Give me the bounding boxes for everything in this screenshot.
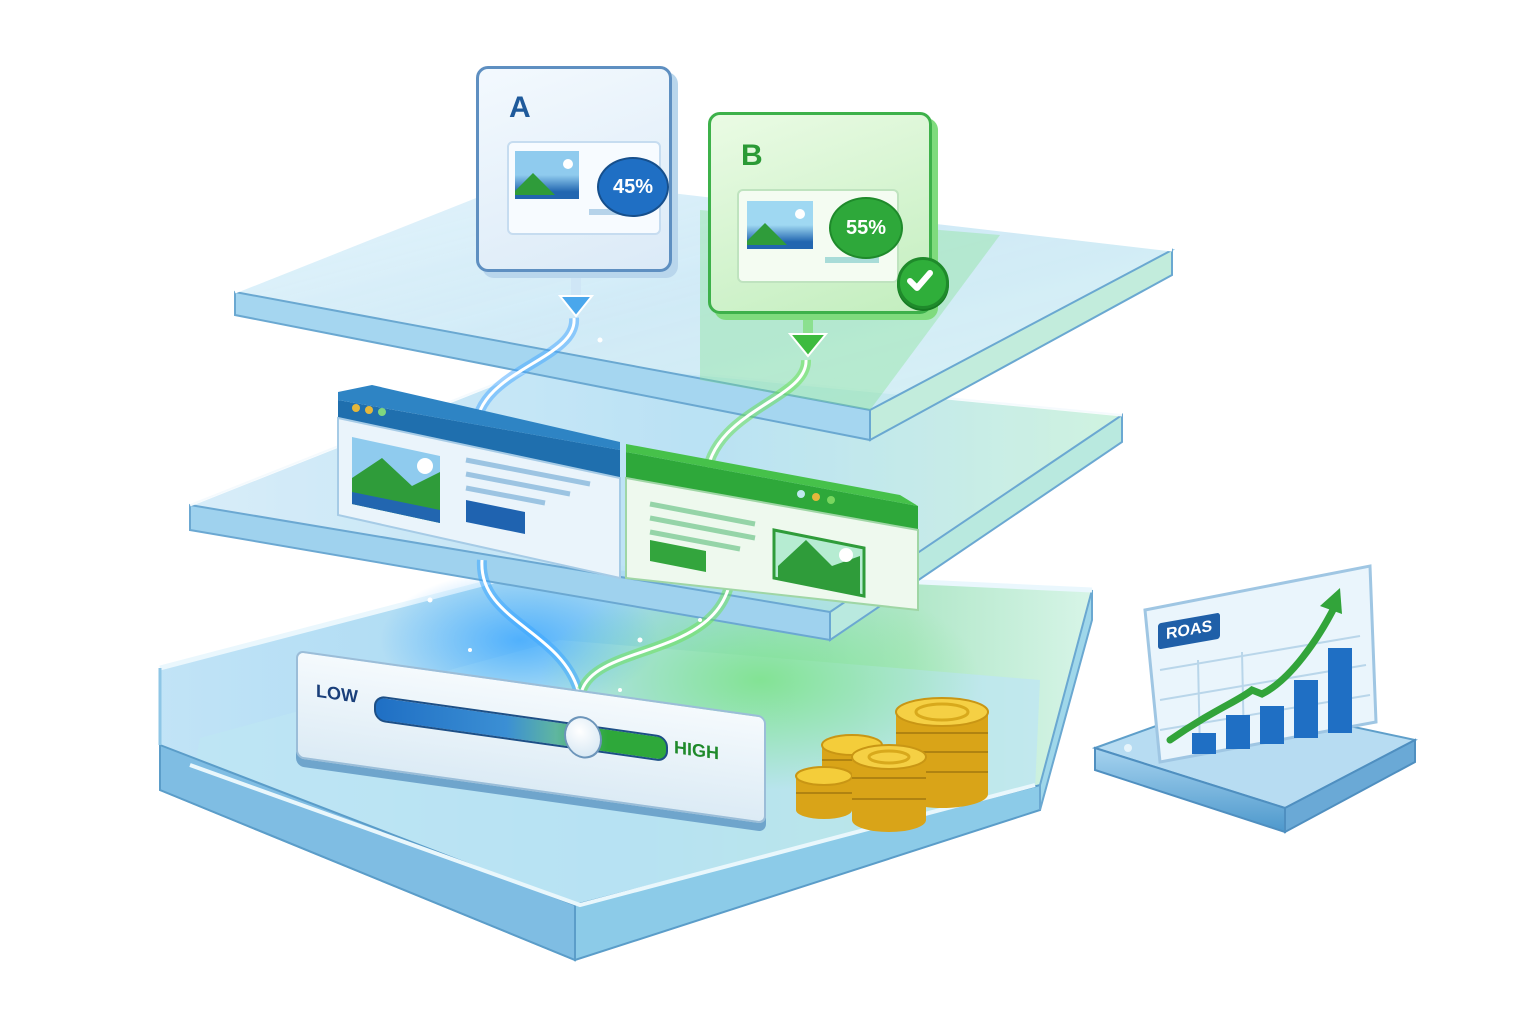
variant-a-label: A [509, 91, 531, 124]
landing-page-b [625, 444, 919, 612]
coin-stacks-icon [795, 697, 989, 832]
variant-a-card[interactable]: A 45% [476, 66, 672, 272]
slider-high-label: HIGH [674, 737, 719, 764]
image-icon [747, 201, 813, 249]
budget-slider-track[interactable] [374, 694, 668, 763]
slider-low-label: LOW [316, 680, 358, 707]
variant-a-percent-badge: 45% [597, 157, 669, 217]
variant-b-percent-badge: 55% [829, 197, 903, 259]
budget-slider-handle[interactable] [564, 713, 602, 762]
landing-page-a [337, 385, 621, 580]
roas-chart-panel [1143, 564, 1378, 764]
image-icon [515, 151, 579, 199]
variant-b-label: B [741, 139, 763, 172]
variant-b-card[interactable]: B 55% [708, 112, 949, 314]
winner-check-icon [897, 257, 949, 309]
